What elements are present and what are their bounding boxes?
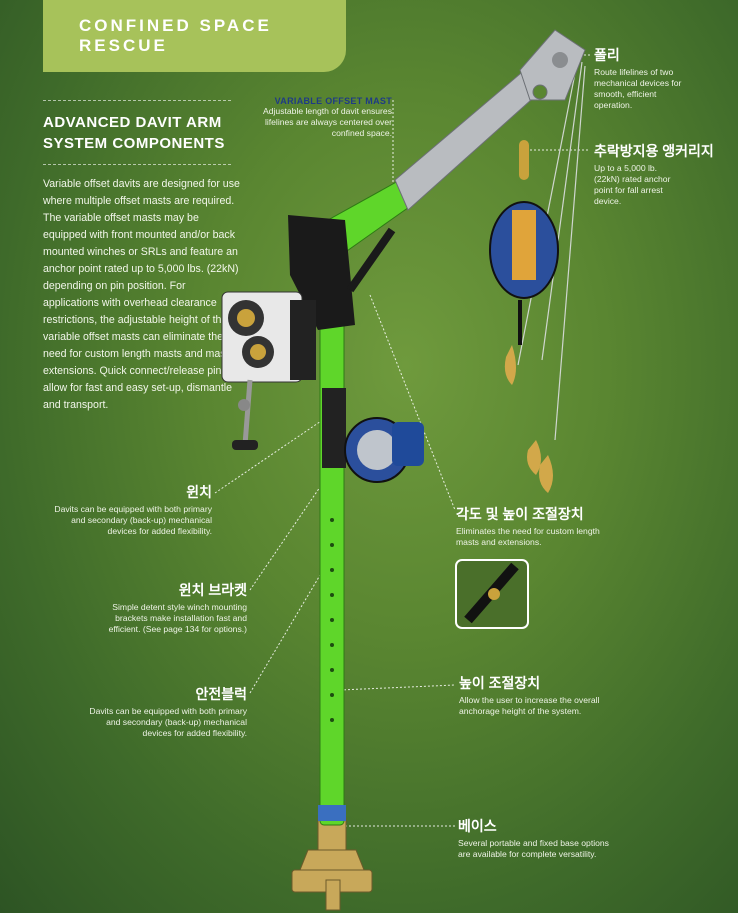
winch [221, 291, 316, 450]
cables [517, 57, 586, 441]
callout-angle-height: 각도 및 높이 조절장치 Eliminates the need for cus… [456, 504, 616, 548]
winch-desc: Davits can be equipped with both primary… [54, 504, 212, 536]
section-header: CONFINED SPACE RESCUE [43, 0, 346, 72]
anchor-title: 추락방지용 앵커리지 [594, 143, 714, 159]
height-title: 높이 조절장치 [459, 675, 541, 691]
safety-desc: Davits can be equipped with both primary… [89, 706, 247, 738]
callout-pulley: 폴리 Route lifelines of two mechanical dev… [594, 45, 694, 111]
base-title: 베이스 [458, 818, 497, 834]
base-desc: Several portable and fixed base options … [458, 838, 609, 859]
mast-title: VARIABLE OFFSET MAST [274, 96, 392, 106]
pulley-title: 폴리 [594, 47, 620, 63]
mast-desc: Adjustable length of davit ensures lifel… [263, 106, 392, 138]
section-title: ADVANCED DAVIT ARM SYSTEM COMPONENTS [43, 112, 243, 154]
callout-anchor: 추락방지용 앵커리지 Up to a 5,000 lb. (22kN) rate… [594, 141, 724, 207]
header-title: CONFINED SPACE RESCUE [79, 16, 272, 55]
bracket-title: 윈치 브라켓 [178, 582, 247, 598]
adjust-strut [346, 227, 396, 293]
safety-title: 안전블럭 [195, 686, 247, 702]
pulley-desc: Route lifelines of two mechanical device… [594, 67, 682, 110]
callout-winch: 윈치 Davits can be equipped with both prim… [42, 482, 212, 537]
height-desc: Allow the user to increase the overall a… [459, 695, 600, 716]
pulley-head [519, 29, 586, 101]
angle-desc: Eliminates the need for custom length ma… [456, 526, 600, 547]
winch-title: 윈치 [186, 484, 212, 500]
angle-title: 각도 및 높이 조절장치 [456, 506, 584, 522]
callout-base: 베이스 Several portable and fixed base opti… [458, 816, 618, 860]
pulley-wheel [552, 52, 568, 68]
section-body: Variable offset davits are designed for … [43, 178, 240, 411]
callout-winch-bracket: 윈치 브라켓 Simple detent style winch mountin… [92, 580, 247, 635]
mast-label-band [318, 805, 346, 821]
mast [319, 254, 345, 826]
section-title-line1: ADVANCED DAVIT ARM [43, 114, 222, 131]
callout-variable-offset-mast: VARIABLE OFFSET MAST Adjustable length o… [250, 96, 392, 139]
mast-holes [330, 518, 334, 722]
inset-photo [455, 559, 529, 629]
pulley-hole [532, 84, 548, 100]
hanging-srl [489, 140, 559, 493]
bracket-desc: Simple detent style winch mounting brack… [108, 602, 247, 634]
divider-bottom [43, 164, 231, 165]
base [291, 817, 373, 911]
divider-top [43, 100, 231, 101]
safety-block [322, 388, 424, 483]
section-title-line2: SYSTEM COMPONENTS [43, 135, 225, 152]
callout-safety-block: 안전블럭 Davits can be equipped with both pr… [78, 684, 247, 739]
anchor-desc: Up to a 5,000 lb. (22kN) rated anchor po… [594, 163, 671, 206]
callout-height-adjuster: 높이 조절장치 Allow the user to increase the o… [459, 673, 619, 717]
